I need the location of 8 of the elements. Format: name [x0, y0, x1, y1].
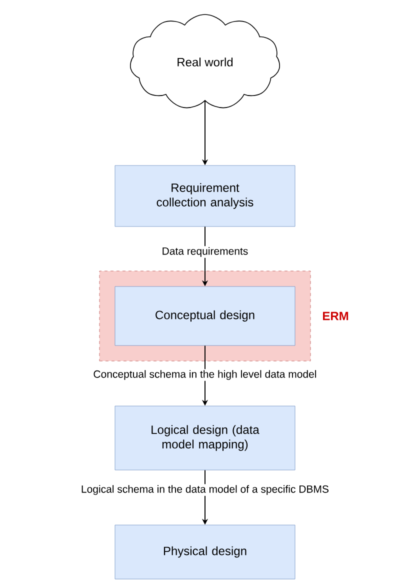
process-box: Conceptual design — [114, 286, 296, 346]
process-box: Logical design (data model mapping) — [114, 406, 296, 470]
edge-label: Data requirements — [160, 246, 250, 258]
edge-label: Conceptual schema in the high level data model — [92, 369, 318, 381]
process-box: Physical design — [114, 524, 296, 580]
edge-label: Logical schema in the data model of a specific DBMS — [80, 484, 330, 496]
process-box: Requirement collection analysis — [114, 165, 296, 227]
node-label: ERM — [323, 312, 348, 320]
